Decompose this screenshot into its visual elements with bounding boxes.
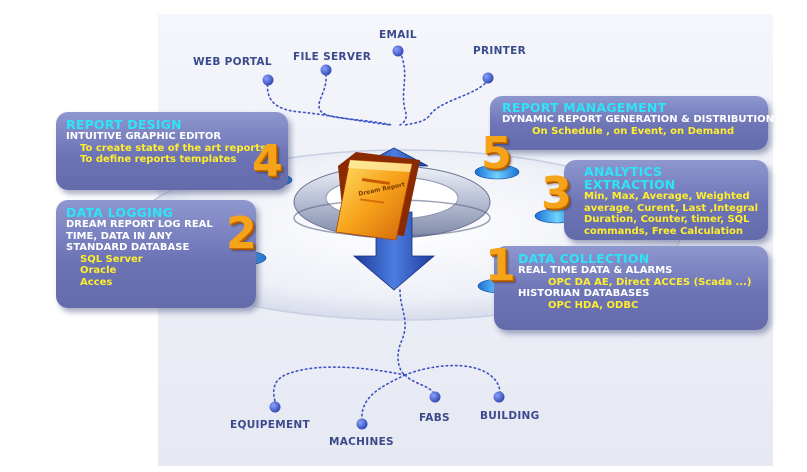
data-collection-title: DATA COLLECTION (518, 251, 650, 266)
link-machines (361, 374, 406, 421)
report-management-hl1: On Schedule , on Event, on Demand (532, 125, 735, 137)
panel-report-design: REPORT DESIGN INTUITIVE GRAPHIC EDITOR T… (56, 112, 288, 190)
building-dot (493, 391, 505, 403)
equipement-dot (269, 401, 281, 413)
report-design-hl1: To create state of the art reports (80, 142, 267, 154)
node-label-fabs: FABS (419, 412, 450, 424)
link-file-server (318, 69, 393, 126)
node-label-printer: PRINTER (473, 45, 526, 57)
analytics-extraction-hl3: Duration, Counter, timer, SQL (584, 214, 750, 225)
step-number-4: 4 (252, 136, 283, 187)
panel-data-logging: DATA LOGGING DREAM REPORT LOG REAL TIME,… (56, 200, 256, 308)
analytics-extraction-hl1: Min, Max, Average, Weighted (584, 191, 750, 202)
data-logging-db2: Oracle (80, 265, 117, 276)
node-dots (262, 45, 505, 430)
node-label-equipement: EQUIPEMENT (230, 419, 310, 431)
step-number-3: 3 (541, 168, 572, 219)
analytics-extraction-title: ANALYTICS EXTRACTION (584, 164, 676, 192)
panel-report-management: REPORT MANAGEMENT DYNAMIC REPORT GENERAT… (490, 96, 774, 150)
link-equipement (272, 366, 406, 406)
report-design-hl2: To define reports templates (80, 154, 237, 165)
data-collection-hl1: OPC DA AE, Direct ACCES (Scada ...) (548, 276, 752, 288)
node-label-file-server: FILE SERVER (293, 51, 372, 63)
data-logging-line3: STANDARD DATABASE (66, 242, 190, 253)
link-email (399, 51, 407, 126)
report-design-line1: INTUITIVE GRAPHIC EDITOR (66, 131, 222, 142)
machines-dot (356, 418, 368, 430)
data-logging-line2: TIME, DATA IN ANY (66, 230, 173, 242)
report-management-title: REPORT MANAGEMENT (502, 100, 667, 115)
pod-5 (474, 164, 520, 180)
data-logging-title: DATA LOGGING (66, 205, 174, 220)
report-design-title: REPORT DESIGN (66, 117, 182, 132)
fabs-dot (429, 391, 441, 403)
node-label-web-portal: WEB PORTAL (193, 56, 272, 68)
node-label-machines: MACHINES (329, 436, 394, 448)
printer-dot (482, 72, 494, 84)
panel-analytics-extraction: ANALYTICS EXTRACTION Min, Max, Average, … (564, 160, 768, 240)
web-portal-dot (262, 74, 274, 86)
report-book-icon (335, 152, 420, 241)
connection-lines (266, 51, 501, 421)
analytics-extraction-hl4: commands, Free Calculation (584, 225, 743, 237)
report-management-line1: DYNAMIC REPORT GENERATION & DISTRIBUTION (502, 114, 774, 125)
data-logging-db1: SQL Server (80, 253, 143, 265)
node-label-building: BUILDING (480, 410, 540, 422)
analytics-extraction-hl2: average, Curent, Last ,Integral (584, 202, 759, 214)
link-trunk-bottom (397, 289, 406, 376)
link-web-portal (266, 79, 391, 126)
link-building (404, 364, 501, 396)
step-number-5: 5 (481, 128, 512, 179)
data-collection-hl2: OPC HDA, ODBC (548, 299, 639, 311)
data-collection-line2: HISTORIAN DATABASES (518, 288, 650, 299)
step-number-1: 1 (485, 240, 516, 291)
file-server-dot (320, 64, 332, 76)
step-number-2: 2 (226, 208, 257, 259)
data-logging-line1: DREAM REPORT LOG REAL (66, 219, 213, 230)
link-printer (404, 79, 489, 126)
data-collection-line1: REAL TIME DATA & ALARMS (518, 265, 673, 276)
panel-data-collection: DATA COLLECTION REAL TIME DATA & ALARMS … (494, 246, 768, 330)
node-label-email: EMAIL (379, 29, 417, 41)
data-logging-db3: Acces (80, 276, 113, 288)
email-dot (392, 45, 404, 57)
